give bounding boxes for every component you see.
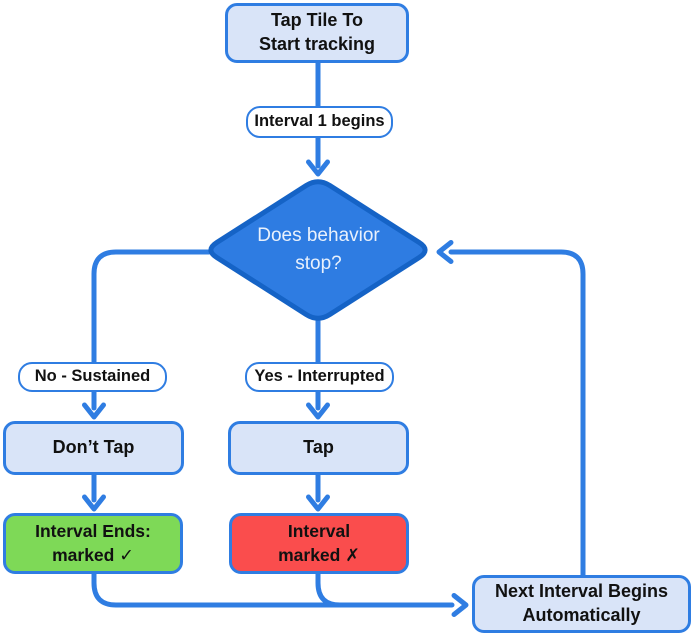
tap-text: Tap (303, 437, 334, 458)
dont-tap-node: Don’t Tap (3, 421, 184, 475)
next-interval-line2: Automatically (522, 605, 641, 625)
branch-label-yes: Yes - Interrupted (245, 362, 394, 392)
interval-marked-node: Interval marked ✗ (229, 513, 409, 574)
interval-ends-line1: Interval Ends: (35, 521, 151, 542)
interval-ends-node: Interval Ends: marked ✓ (3, 513, 183, 574)
branch-label-no: No - Sustained (18, 362, 167, 392)
start-node-label-line2: Start tracking (258, 34, 376, 54)
connector-next-to-decision-loop (448, 249, 586, 578)
arrowhead-into-dont-tap (82, 402, 106, 420)
interval-ends-line2: marked ✓ (52, 544, 134, 565)
next-interval-line1: Next Interval Begins (494, 581, 669, 602)
tap-node: Tap (228, 421, 409, 475)
arrowhead-into-interval-ends (82, 494, 106, 512)
connector-decision-to-no-label (91, 249, 212, 365)
start-node-label-line1: Tap Tile To (270, 10, 363, 31)
decision-label-line2: stop? (295, 253, 342, 274)
connector-interval-marked-to-next (315, 571, 343, 608)
arrowhead-into-decision-top (306, 159, 330, 177)
arrowhead-into-interval-marked (306, 494, 330, 512)
arrowhead-into-next-interval (451, 593, 469, 617)
dont-tap-text: Don’t Tap (52, 437, 135, 458)
interval-marked-line2: marked ✗ (278, 544, 360, 565)
branch-yes-text: Yes - Interrupted (254, 367, 385, 386)
next-interval-node: Next Interval Begins Automatically (472, 575, 691, 633)
interval-begins-text: Interval 1 begins (254, 112, 385, 131)
decision-diamond (208, 179, 428, 321)
decision-label: Does behavior stop? (238, 221, 399, 279)
connector-interval-ends-to-next (91, 571, 455, 608)
start-node: Tap Tile To Start tracking (225, 3, 409, 63)
arrowhead-into-tap (306, 402, 330, 420)
decision-label-line1: Does behavior (257, 225, 380, 247)
interval-begins-label: Interval 1 begins (246, 106, 393, 138)
interval-marked-line1: Interval (287, 521, 351, 542)
branch-no-text: No - Sustained (34, 367, 151, 386)
arrowhead-into-decision-right (436, 240, 454, 264)
